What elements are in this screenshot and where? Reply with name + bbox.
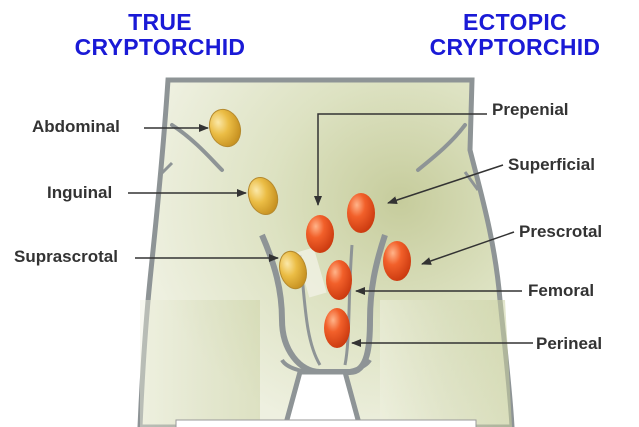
label-abdominal: Abdominal: [32, 117, 120, 136]
superficial-testis: [347, 193, 375, 233]
true-heading-line1: TRUE: [128, 9, 192, 35]
label-suprascrotal: Suprascrotal: [14, 247, 118, 266]
perineal-gap: [282, 369, 363, 427]
ectopic-cryptorchid-heading: ECTOPIC CRYPTORCHID: [400, 10, 630, 60]
prepenial-testis: [306, 215, 334, 253]
ectopic-heading-line1: ECTOPIC: [463, 9, 567, 35]
ectopic-heading-line2: CRYPTORCHID: [429, 34, 601, 60]
prepenial-arrow: [314, 113, 487, 206]
label-superficial: Superficial: [508, 155, 595, 174]
perineal-testis: [324, 308, 350, 348]
superficial-arrow: [387, 164, 504, 204]
prescrotal-arrow: [421, 231, 515, 265]
prescrotal-testis: [383, 241, 411, 281]
label-inguinal: Inguinal: [47, 183, 113, 202]
abdominal-testis: [208, 108, 242, 148]
femoral-testis: [326, 260, 352, 300]
true-heading-line2: CRYPTORCHID: [74, 34, 246, 60]
inguinal-testis: [247, 177, 279, 215]
left-inguinal-crease: [170, 123, 224, 172]
true-cryptorchid-heading: TRUE CRYPTORCHID: [40, 10, 280, 60]
right-inguinal-crease: [416, 123, 467, 172]
suprascrotal-testis: [279, 250, 307, 290]
label-prescrotal: Prescrotal: [519, 222, 603, 241]
label-prepenial: Prepenial: [492, 100, 569, 119]
label-femoral: Femoral: [528, 281, 595, 300]
label-perineal: Perineal: [536, 334, 603, 353]
